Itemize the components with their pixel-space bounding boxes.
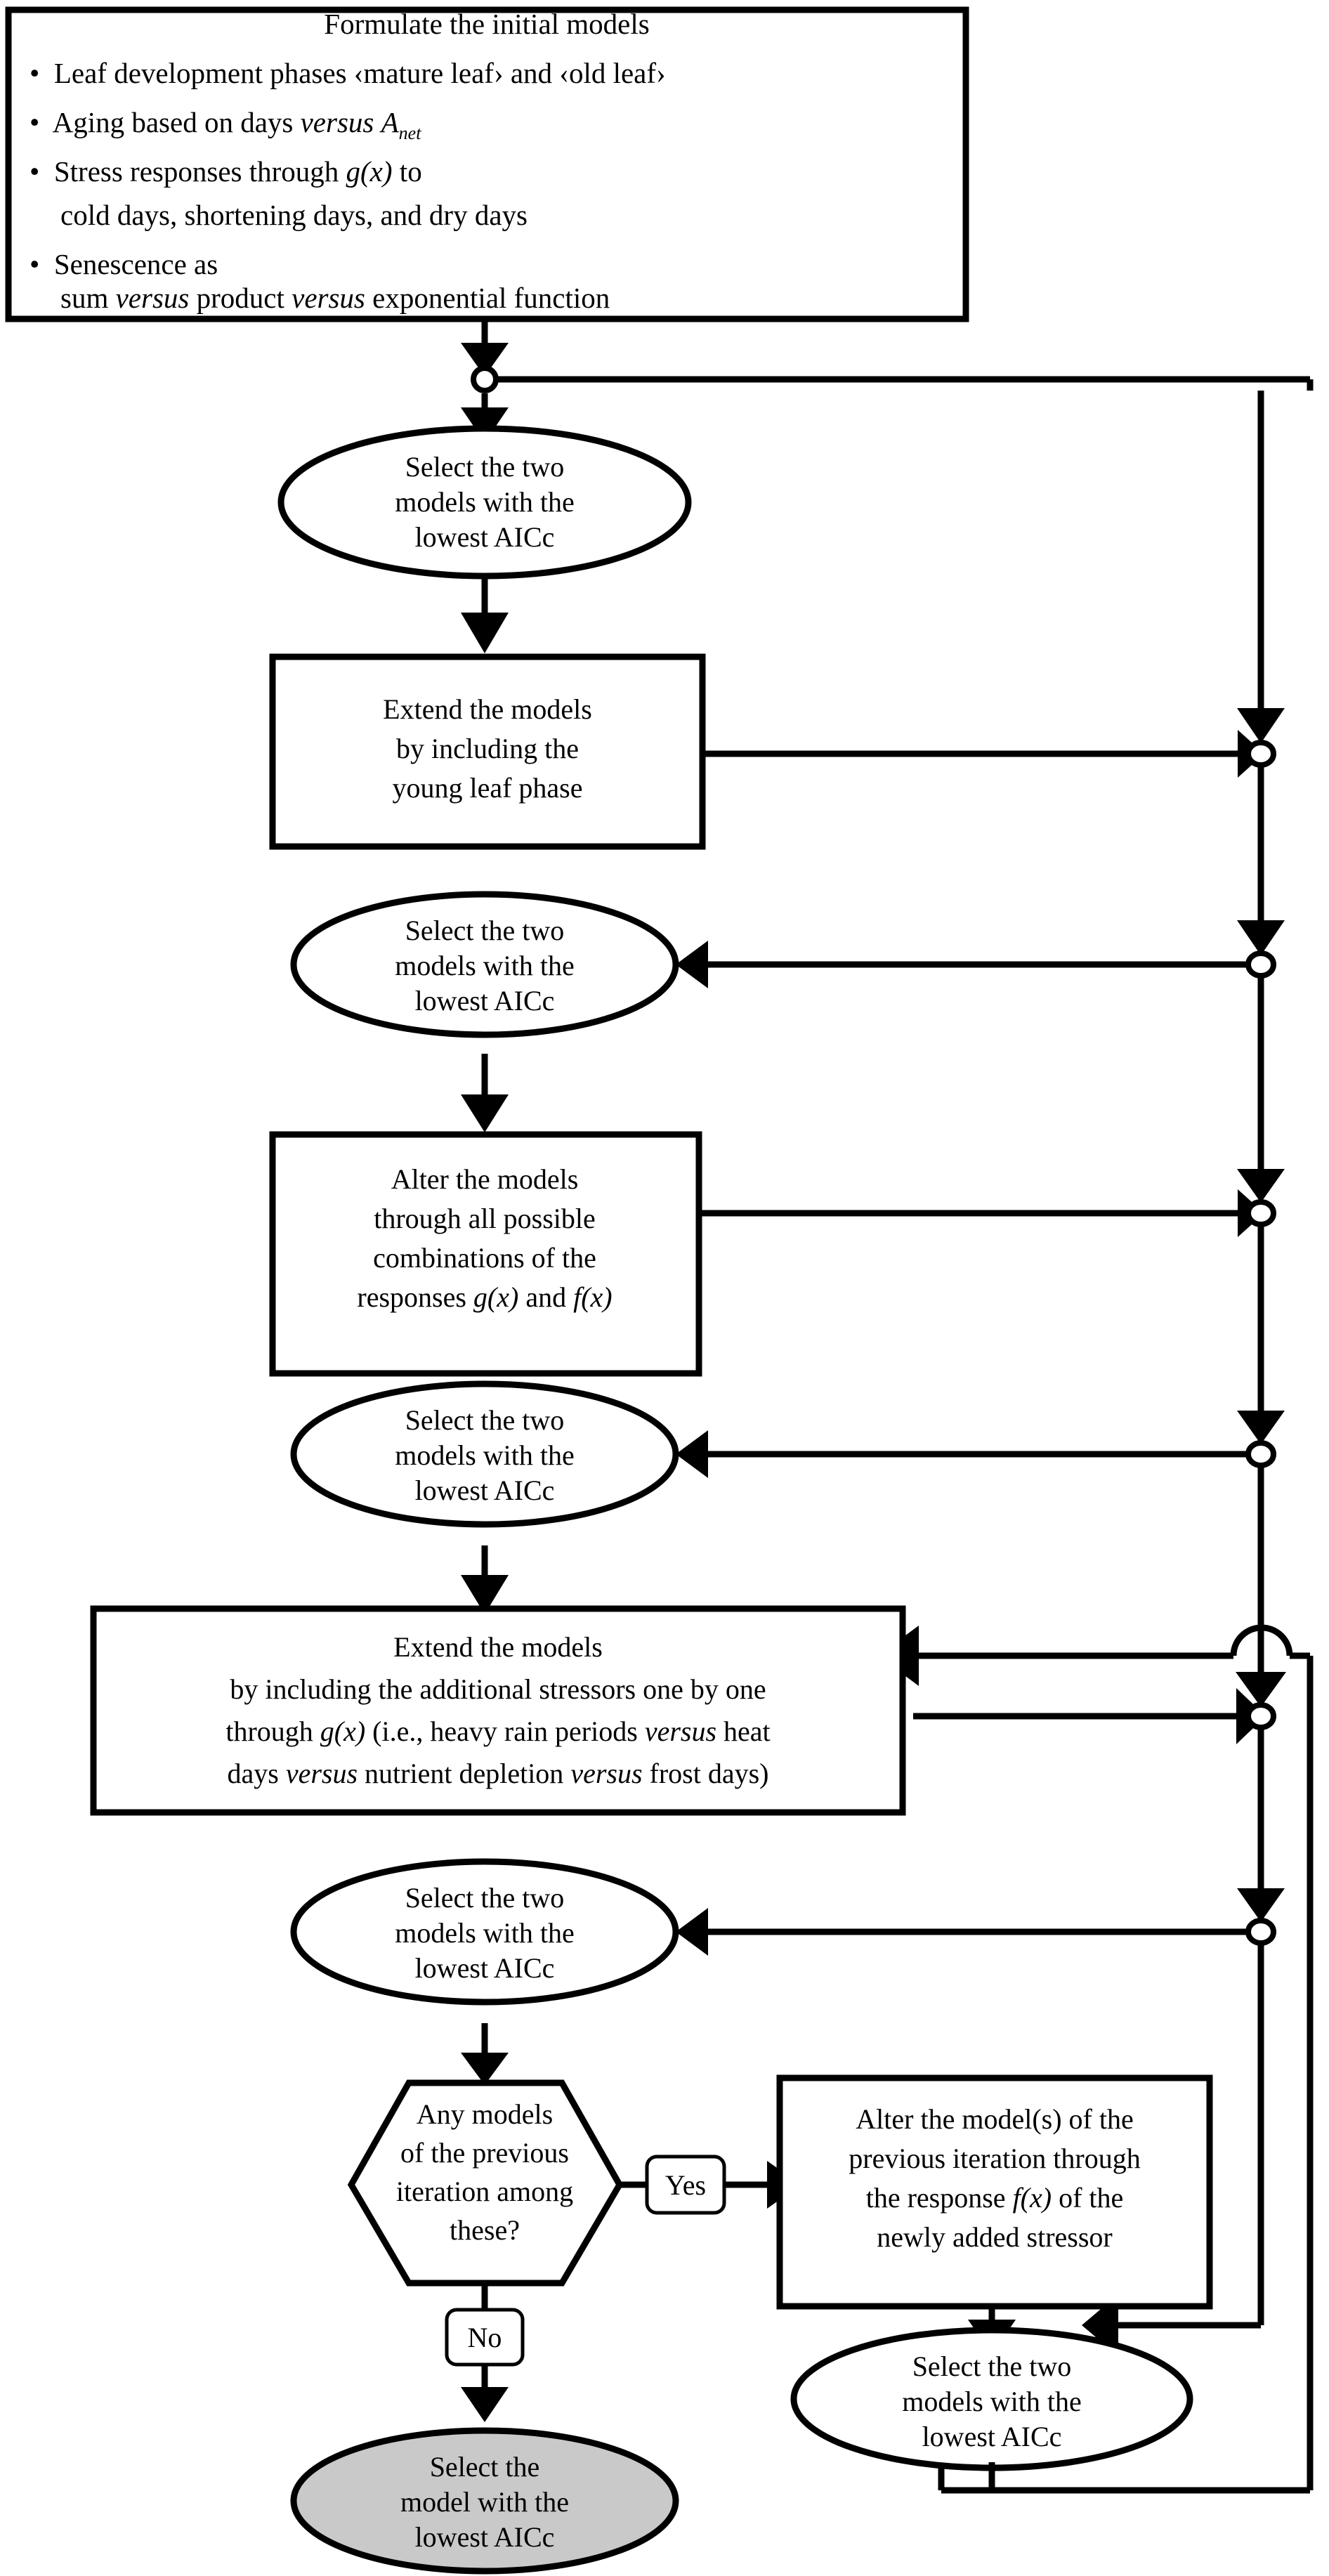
arrowhead-down-rail6	[1237, 1888, 1285, 1922]
formulate-bullet-4: • Senescence as	[30, 248, 218, 280]
alterfx-line-4: newly added stressor	[877, 2221, 1112, 2253]
junction-merge-top	[471, 365, 499, 393]
node-alter-combinations[interactable]	[269, 1131, 702, 1377]
node-alter-fx[interactable]	[776, 2074, 1213, 2310]
arrowhead-down-to-merge	[461, 343, 509, 377]
select1-line-2: models with the	[395, 486, 575, 518]
formulate-bullet-2: • Aging based on days versus Anet	[30, 106, 421, 143]
arrowhead-down-rail5	[1236, 1672, 1286, 1707]
node-formulate-the-initial-models[interactable]	[5, 6, 969, 322]
select3-line-1: Select the two	[405, 1404, 565, 1436]
junction-rail-1	[1245, 740, 1276, 768]
node-select1[interactable]	[277, 425, 692, 580]
select2-line-1: Select the two	[405, 915, 565, 946]
select4-line-2: models with the	[395, 1917, 575, 1949]
final-line-1: Select the	[430, 2451, 540, 2483]
select4-line-1: Select the two	[405, 1882, 565, 1914]
decision-line-2: of the previous	[400, 2137, 569, 2169]
arrowhead-left-select4	[676, 1908, 708, 1956]
connectors	[461, 320, 1314, 2494]
extend-young-line-2: by including the	[396, 733, 579, 764]
extend-young-line-1: Extend the models	[383, 693, 592, 725]
node-select4[interactable]	[290, 1858, 679, 2006]
arrowhead-select3-stressors	[461, 1575, 509, 1614]
stressors-line-4: days versus nutrient depletion versus fr…	[228, 1758, 769, 1789]
arrowhead-left-select3	[676, 1430, 708, 1478]
extend-young-line-3: young leaf phase	[392, 772, 582, 804]
arrowhead-select2-alter	[461, 1094, 509, 1132]
formulate-bullet-3: • Stress responses through g(x) to	[30, 155, 422, 188]
formulate-heading: Formulate the initial models	[324, 8, 649, 40]
arrowhead-select1-extend	[461, 613, 509, 653]
node-extend-stressors[interactable]	[90, 1605, 906, 1816]
select1-line-1: Select the two	[405, 451, 565, 483]
node-final-select-model[interactable]	[290, 2427, 679, 2575]
arrowhead-down-rail1	[1237, 708, 1285, 743]
arrowhead-select4-decision	[461, 2053, 509, 2085]
stressors-line-1: Extend the models	[393, 1631, 603, 1663]
alter-comb-line-3: combinations of the	[373, 1242, 596, 1274]
junction-rail-5	[1245, 1702, 1276, 1730]
select5-line-3: lowest AICc	[922, 2421, 1062, 2452]
junction-rail-6	[1245, 1918, 1276, 1946]
arrowhead-left-select2	[676, 941, 708, 988]
select5-line-2: models with the	[902, 2386, 1082, 2417]
arrowhead-down-rail3	[1237, 1169, 1285, 1203]
final-line-2: model with the	[400, 2486, 569, 2518]
arrowhead-down-final	[461, 2387, 509, 2422]
formulate-bullet-4b: sum versus product versus exponential fu…	[60, 282, 610, 314]
edge-label-no-box	[445, 2308, 525, 2367]
final-line-3: lowest AICc	[415, 2521, 555, 2553]
junction-rail-2	[1245, 950, 1276, 979]
select2-line-2: models with the	[395, 950, 575, 981]
alterfx-line-1: Alter the model(s) of the	[856, 2103, 1133, 2135]
arrowhead-down-to-select1	[461, 407, 509, 443]
select2-line-3: lowest AICc	[415, 985, 555, 1016]
stressors-line-2: by including the additional stressors on…	[230, 1673, 766, 1705]
select1-line-3: lowest AICc	[415, 521, 555, 553]
select4-line-3: lowest AICc	[415, 1952, 555, 1984]
select5-line-1: Select the two	[912, 2351, 1072, 2382]
alterfx-line-2: previous iteration through	[849, 2143, 1140, 2174]
edge-line-hop-arc	[1230, 1624, 1293, 1656]
alterfx-line-3: the response f(x) of the	[866, 2182, 1124, 2214]
arrowhead-down-rail2	[1237, 920, 1285, 955]
junction-rail-3	[1245, 1199, 1276, 1227]
junction-rail-4	[1245, 1440, 1276, 1468]
node-select2[interactable]	[290, 891, 679, 1038]
node-select3[interactable]	[290, 1380, 679, 1528]
alter-comb-line-4: responses g(x) and f(x)	[357, 1281, 612, 1313]
decision-line-1: Any models	[417, 2098, 553, 2130]
edge-label-no: No	[468, 2322, 502, 2353]
node-decision-any-models[interactable]	[347, 2079, 624, 2287]
select3-line-2: models with the	[395, 1439, 575, 1471]
edge-label-yes-box	[645, 2155, 726, 2215]
formulate-bullet-3b: cold days, shortening days, and dry days	[60, 199, 528, 231]
alter-comb-line-1: Alter the models	[391, 1163, 579, 1195]
stressors-line-3: through g(x) (i.e., heavy rain periods v…	[225, 1715, 770, 1747]
formulate-bullet-1: • Leaf development phases ‹mature leaf› …	[30, 57, 666, 89]
decision-line-4: these?	[450, 2214, 520, 2246]
node-extend-young-leaf[interactable]	[269, 653, 706, 850]
decision-line-3: iteration among	[396, 2176, 573, 2207]
alter-comb-line-2: through all possible	[374, 1203, 596, 1234]
select3-line-3: lowest AICc	[415, 1475, 555, 1506]
edge-label-yes: Yes	[665, 2169, 706, 2201]
arrowhead-down-rail4	[1237, 1411, 1285, 1444]
